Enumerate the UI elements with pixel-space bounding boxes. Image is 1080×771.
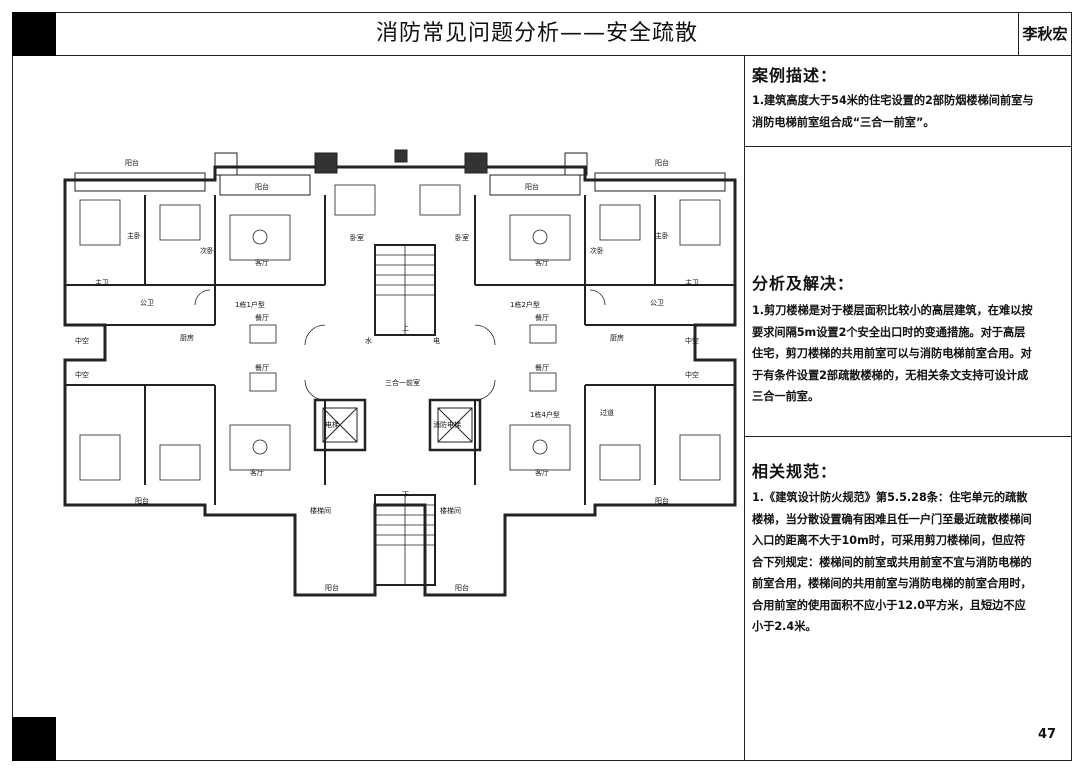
codes-text: 1.《建筑设计防火规范》第5.5.28条：住宅单元的疏散楼梯，当分散设置确有困难… xyxy=(752,491,1032,633)
label-master-bedroom-tl: 主卧 xyxy=(127,231,141,240)
outer-walls xyxy=(63,165,737,597)
author-name: 李秋宏 xyxy=(1022,25,1068,43)
label-bedroom-cr: 卧室 xyxy=(455,233,469,242)
case-text: 1.建筑高度大于54米的住宅设置的2部防烟楼梯间前室与消防电梯前室组合成“三合一… xyxy=(752,94,1034,129)
bed-tl-second xyxy=(159,204,201,241)
page-frame xyxy=(12,12,1072,761)
label-stair-lobby-r: 楼梯间 xyxy=(440,506,461,515)
label-courtyard-tl: 中空 xyxy=(75,336,89,345)
label-kitchen-l: 厨房 xyxy=(180,333,194,342)
corner-block-top-left xyxy=(12,12,56,56)
elevator-right xyxy=(428,398,482,452)
label-balcony-tl: 阳台 xyxy=(125,158,139,167)
label-main-toilet-r: 主卫 xyxy=(685,278,699,287)
label-unit-d: 1栋4户型 xyxy=(530,410,560,419)
shaft-center xyxy=(394,149,408,163)
label-stair-lobby-l: 楼梯间 xyxy=(310,506,331,515)
bed-br-master xyxy=(679,434,721,481)
header-divider xyxy=(12,55,1072,56)
dining-table-tr xyxy=(529,324,557,344)
shaft-right xyxy=(464,152,488,174)
label-kitchen-r: 厨房 xyxy=(610,333,624,342)
label-public-toilet-l: 公卫 xyxy=(140,299,154,307)
label-balcony-tcl: 阳台 xyxy=(255,182,269,191)
label-dining-br: 餐厅 xyxy=(535,363,549,372)
stair-top-treads xyxy=(375,245,435,335)
bed-bl-second xyxy=(159,444,201,481)
label-balcony-tcr: 阳台 xyxy=(525,182,539,191)
balcony-top-center-right xyxy=(489,174,581,196)
vent-left xyxy=(214,152,238,176)
label-second-bedroom-tl: 次卧 xyxy=(200,246,214,255)
label-courtyard-tr: 中空 xyxy=(685,336,699,345)
bed-tl-master xyxy=(79,199,121,246)
bed-br-second xyxy=(599,444,641,481)
corner-block-bottom-left xyxy=(12,717,56,761)
label-elevator: 电梯 xyxy=(325,420,339,429)
label-unit-b: 1栋2户型 xyxy=(510,300,540,309)
label-fire-elevator: 消防电梯 xyxy=(433,420,461,429)
label-living-tl: 客厅 xyxy=(255,258,269,267)
label-living-tr: 客厅 xyxy=(535,258,549,267)
label-down: 下 xyxy=(402,491,409,499)
label-courtyard-bl: 中空 xyxy=(75,370,89,379)
label-public-toilet-r: 公卫 xyxy=(650,299,664,307)
balcony-top-right xyxy=(594,172,726,192)
label-main-toilet-l: 主卫 xyxy=(95,278,109,287)
living-sofa-tl xyxy=(229,214,291,261)
label-dining-tr: 餐厅 xyxy=(535,313,549,322)
elevator-left xyxy=(313,398,367,452)
analysis-title: 分析及解决： xyxy=(752,274,855,293)
author-divider xyxy=(1018,12,1019,56)
door-swings xyxy=(194,289,606,401)
vent-right xyxy=(564,152,588,176)
stair-bottom-treads xyxy=(375,495,435,585)
dining-table-tl xyxy=(249,324,277,344)
label-balcony-bcl: 阳台 xyxy=(325,583,339,592)
label-balcony-bl: 阳台 xyxy=(135,496,149,505)
label-bedroom-cl: 卧室 xyxy=(350,233,364,242)
bed-top-cl xyxy=(334,184,376,216)
label-courtyard-br: 中空 xyxy=(685,370,699,379)
right-column-divider xyxy=(744,56,745,761)
label-second-bedroom-tr: 次卧 xyxy=(590,246,604,255)
separator-1 xyxy=(744,146,1072,147)
label-up: 上 xyxy=(402,323,409,332)
case-title: 案例描述： xyxy=(752,66,838,85)
living-sofa-tr xyxy=(509,214,571,261)
bed-bl-master xyxy=(79,434,121,481)
label-living-bl: 客厅 xyxy=(250,468,264,477)
label-balcony-bcr: 阳台 xyxy=(455,583,469,592)
label-elec: 电 xyxy=(433,336,440,345)
living-sofa-bl xyxy=(229,424,291,471)
dining-table-bl xyxy=(249,372,277,392)
analysis-text: 1.剪刀楼梯是对于楼层面积比较小的高层建筑，在难以按要求间隔5m设置2个安全出口… xyxy=(752,304,1033,403)
label-balcony-br: 阳台 xyxy=(655,496,669,505)
bed-tr-second xyxy=(599,204,641,241)
label-corridor: 过道 xyxy=(600,408,614,417)
codes-title: 相关规范： xyxy=(752,462,838,481)
page-title: 消防常见问题分析——安全疏散 xyxy=(375,21,698,46)
balcony-top-center-left xyxy=(219,174,311,196)
bed-tr-master xyxy=(679,199,721,246)
label-dining-tl: 餐厅 xyxy=(255,313,269,322)
label-master-bedroom-tr: 主卧 xyxy=(655,231,669,240)
label-balcony-tr: 阳台 xyxy=(655,158,669,167)
label-dining-bl: 餐厅 xyxy=(255,363,269,372)
shaft-left xyxy=(314,152,338,174)
label-living-br: 客厅 xyxy=(535,468,549,477)
label-shared-lobby: 三合一前室 xyxy=(385,378,420,387)
dining-table-br xyxy=(529,372,557,392)
living-sofa-br xyxy=(509,424,571,471)
floor-plan: 阳台 阳台 阳台 阳台 主卧 主卧 次卧 次卧 卧室 卧室 客厅 客厅 客厅 客… xyxy=(63,149,737,597)
label-water: 水 xyxy=(365,336,372,345)
label-unit-a: 1栋1户型 xyxy=(235,300,265,309)
balcony-top-left xyxy=(74,172,206,192)
page-number: 47 xyxy=(1038,727,1057,742)
bed-top-cr xyxy=(419,184,461,216)
separator-2 xyxy=(744,436,1072,437)
